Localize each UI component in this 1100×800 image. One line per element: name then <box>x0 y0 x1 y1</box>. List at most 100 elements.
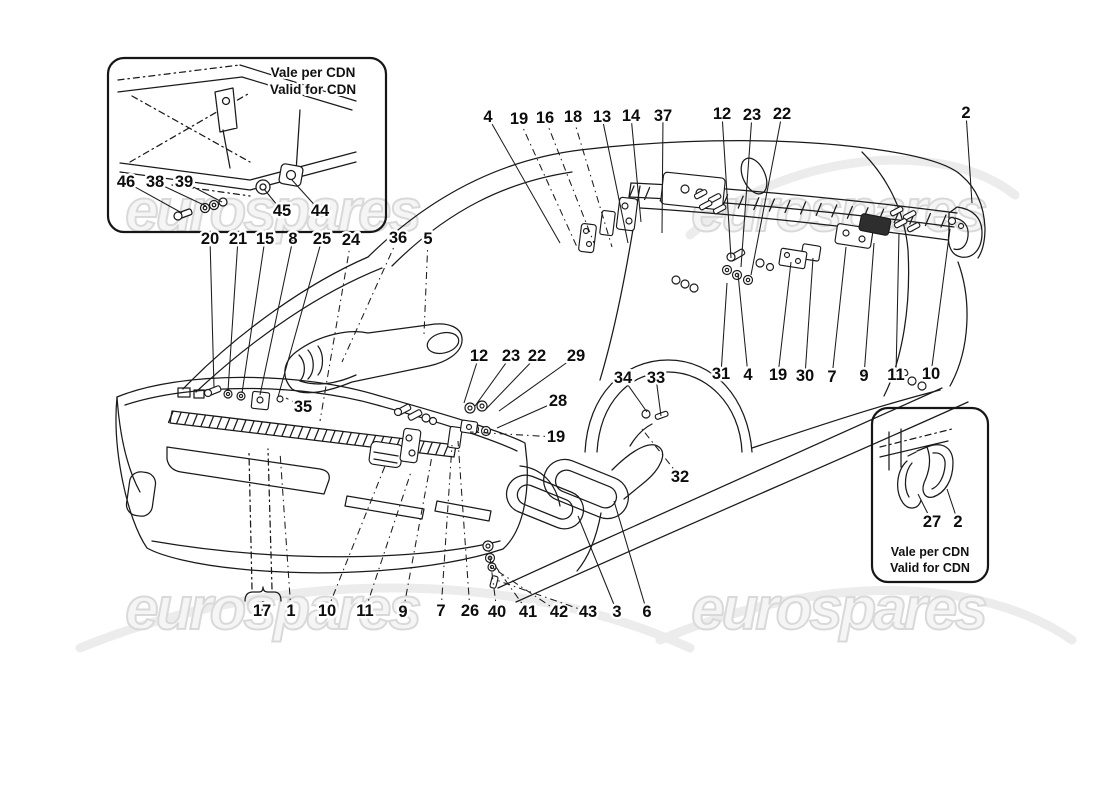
grille-slot <box>344 495 425 520</box>
hole <box>625 217 633 225</box>
hatch-line <box>737 195 744 209</box>
watermark-text: eurospares <box>125 177 420 244</box>
part-number-13: 13 <box>593 108 611 126</box>
part-number-11: 11 <box>356 602 373 620</box>
nut-hole <box>483 428 489 434</box>
hatch-line <box>643 186 651 201</box>
rubber-pad <box>858 213 892 236</box>
leader-line-31 <box>720 282 728 375</box>
leader-line-22 <box>750 113 783 276</box>
hook-seal-inner <box>904 462 913 498</box>
hatch-line <box>216 416 223 429</box>
part-number-2: 2 <box>953 513 962 531</box>
hatch-line <box>362 434 369 447</box>
leader-line-36 <box>341 237 399 363</box>
stud <box>654 410 669 420</box>
leader-line-3 <box>577 515 618 613</box>
part-number-22: 22 <box>528 347 546 365</box>
rear-wheel-arch-inner <box>596 371 743 453</box>
hole <box>842 229 850 237</box>
front-bumper <box>115 376 528 574</box>
stud <box>893 218 908 229</box>
bolt <box>407 409 423 421</box>
duct-rib <box>307 349 314 380</box>
hatch-line <box>184 412 190 426</box>
part-number-3: 3 <box>612 603 621 621</box>
hole <box>794 257 802 265</box>
endcap-inner <box>931 452 946 490</box>
watermark-swoosh <box>75 583 695 653</box>
hatch-line <box>289 425 296 438</box>
car-body-outline <box>182 140 986 603</box>
frame-line <box>171 184 251 197</box>
nut <box>765 262 775 272</box>
frame-arm <box>222 129 231 169</box>
washer <box>689 283 699 293</box>
hole <box>582 227 590 235</box>
part-number-10: 10 <box>318 602 336 620</box>
leader-line-2 <box>965 112 973 204</box>
fastener <box>957 222 965 230</box>
leader-line-12 <box>463 355 480 404</box>
part-number-40: 40 <box>488 603 506 621</box>
guard-arm <box>611 444 664 500</box>
guard-ring-outer <box>543 458 629 520</box>
part-number-7: 7 <box>436 602 445 620</box>
leader-line-35 <box>285 397 304 408</box>
leader-line-11 <box>364 471 412 612</box>
stud <box>889 206 904 217</box>
part-number-15: 15 <box>256 230 274 248</box>
part-number-30: 30 <box>796 367 814 385</box>
washer-hole <box>485 543 491 549</box>
part-number-33: 33 <box>647 369 665 387</box>
leader-line-14 <box>630 115 642 223</box>
part-number-41: 41 <box>519 603 537 621</box>
part-number-23: 23 <box>743 106 761 124</box>
leader-line-19 <box>777 261 792 376</box>
leader-line-9 <box>863 242 875 377</box>
part-number-22: 22 <box>773 105 791 123</box>
leader-line-8 <box>259 238 294 396</box>
part-number-46: 46 <box>117 173 135 191</box>
roof-line <box>367 140 986 259</box>
leader-line-12 <box>721 113 732 259</box>
hatch-line <box>248 420 255 433</box>
leader-line-7 <box>831 246 847 378</box>
guard-link <box>629 423 653 447</box>
hatch-line <box>273 423 279 436</box>
part-number-5: 5 <box>423 230 432 248</box>
air-duct <box>284 323 463 394</box>
part-number-14: 14 <box>622 107 641 125</box>
rubber-stop-lines <box>373 451 399 464</box>
part-number-32: 32 <box>671 468 689 486</box>
mirror-oval <box>740 157 768 195</box>
leader-line-1 <box>279 451 292 612</box>
hole <box>405 434 413 442</box>
hatch-line <box>940 214 947 228</box>
leader-line-26 <box>457 440 471 612</box>
hood-edge <box>182 256 369 390</box>
hatch-line <box>256 421 263 434</box>
part-number-6: 6 <box>642 603 651 621</box>
nut-hole <box>479 403 485 409</box>
part-number-43: 43 <box>579 603 597 621</box>
bushing <box>255 179 271 195</box>
part-number-19: 19 <box>547 428 565 446</box>
inset-endcap-art <box>879 428 954 509</box>
part-number-21: 21 <box>229 230 247 248</box>
hatch-line <box>265 422 271 435</box>
hatch-line <box>224 417 231 430</box>
frame-rail <box>239 64 357 102</box>
washer-hole <box>238 393 244 399</box>
frame-brace <box>131 95 251 163</box>
hatch-line <box>167 410 174 424</box>
washer <box>218 197 228 207</box>
washer <box>671 275 681 285</box>
inset-note-line1: Vale per CDN <box>271 65 356 80</box>
air-duct-inner <box>299 374 357 385</box>
watermark-text: eurospares <box>125 575 420 642</box>
part-number-27: 27 <box>923 513 941 531</box>
hook-seal <box>897 460 922 509</box>
leader-line-45 <box>263 188 283 212</box>
